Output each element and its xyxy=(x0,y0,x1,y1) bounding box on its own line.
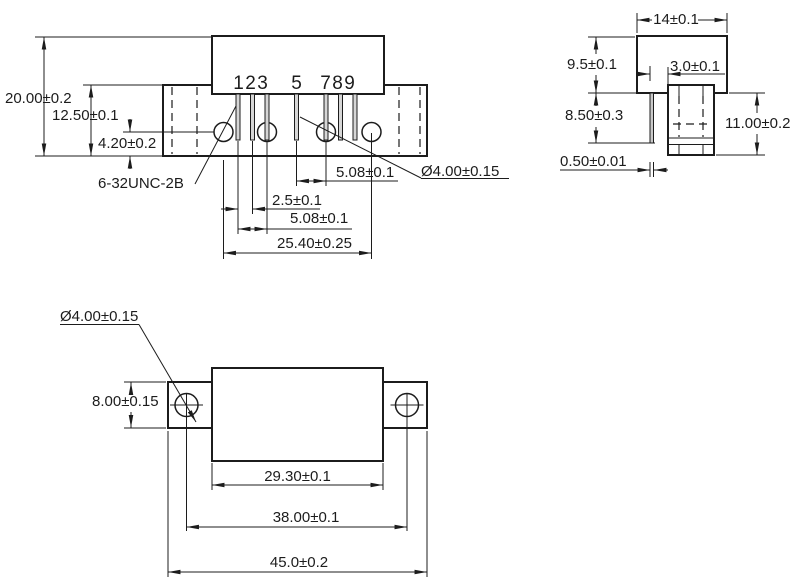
side-heatsink xyxy=(667,84,715,156)
pin-label-3: 3 xyxy=(257,73,268,94)
dim-pin-pitch-label: 2.5±0.1 xyxy=(272,192,322,209)
dim-body-height-label: 12.50±0.1 xyxy=(52,107,119,124)
dim-sink-height-label: 11.00±0.2 xyxy=(725,115,791,132)
dim-body-length-label: 29.30±0.1 xyxy=(264,468,331,485)
pin-1 xyxy=(235,93,241,141)
thread-callout-label: 6-32UNC-2B xyxy=(98,175,184,192)
pin-7 xyxy=(323,93,329,141)
front-view: 1 2 3 5 7 8 9 20.00±0.2 12.50±0.1 4.20±0… xyxy=(5,35,509,259)
pin-2 xyxy=(250,93,255,141)
side-pin xyxy=(649,92,654,144)
leader-line xyxy=(299,116,422,179)
dim-cap-height-label: 9.5±0.1 xyxy=(567,56,617,73)
hole-dia-label: Ø4.00±0.15 xyxy=(421,163,499,180)
hole-dia-label: Ø4.00±0.15 xyxy=(60,308,138,325)
bottom-body xyxy=(211,367,384,462)
pin-8 xyxy=(338,93,343,141)
dim-width-label: 14±0.1 xyxy=(653,11,699,28)
pin-label-8: 8 xyxy=(332,73,343,94)
dim-hole-offset-label: 4.20±0.2 xyxy=(98,135,156,152)
pin-label-5: 5 xyxy=(291,73,302,94)
pin-label-2: 2 xyxy=(245,73,256,94)
dim-tab-width-label: 8.00±0.15 xyxy=(92,393,159,410)
dim-pin-length-label: 8.50±0.3 xyxy=(565,107,623,124)
pin-label-9: 9 xyxy=(344,73,355,94)
dim-pin-width-label: 0.50±0.01 xyxy=(560,153,627,170)
dim-pin-span-5-7-label: 5.08±0.1 xyxy=(336,164,394,181)
bottom-view: Ø4.00±0.15 8.00±0.15 29.30±0.1 38.00±0.1… xyxy=(60,308,428,577)
dim-hole-span-label: 25.40±0.25 xyxy=(277,235,352,252)
pin-label-1: 1 xyxy=(233,73,244,94)
dim-overall-length-label: 45.0±0.2 xyxy=(270,554,328,571)
leader-line xyxy=(194,105,237,185)
pin-3 xyxy=(264,93,270,141)
pin-9 xyxy=(352,93,358,141)
dim-hole-span-label: 38.00±0.1 xyxy=(273,509,340,526)
leader-line xyxy=(138,324,197,423)
dim-overall-height-label: 20.00±0.2 xyxy=(5,90,72,107)
side-view: 14±0.1 9.5±0.1 3.0±0.1 8.50±0.3 11.00±0.… xyxy=(560,11,791,177)
dim-pin-span-1-3-label: 5.08±0.1 xyxy=(290,210,348,227)
pin-label-7: 7 xyxy=(320,73,331,94)
front-hole-1 xyxy=(213,121,234,143)
dim-pin-setback-label: 3.0±0.1 xyxy=(670,58,720,75)
pin-5 xyxy=(294,93,299,141)
